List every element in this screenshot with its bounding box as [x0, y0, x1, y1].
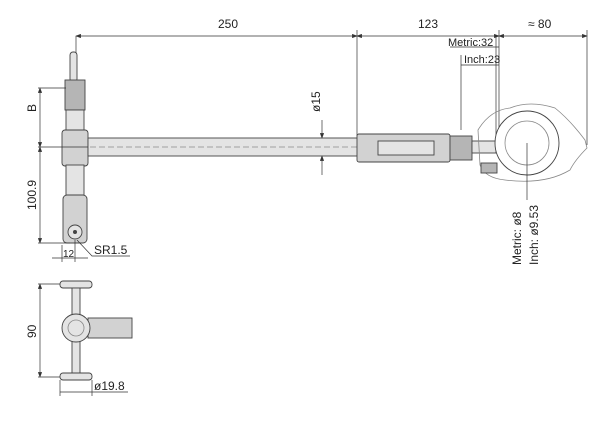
dim-inch-23: Inch:23	[464, 54, 500, 66]
top-dimensions	[75, 30, 588, 145]
dim-90: 90	[25, 324, 39, 338]
dim-metric-bore: Metric: ø8	[510, 211, 524, 265]
dim-b: B	[25, 104, 39, 112]
dim-100-9: 100.9	[25, 180, 39, 210]
dim-inch-bore: Inch: ø9.53	[527, 205, 541, 265]
rod	[87, 133, 497, 163]
dim-123: 123	[418, 17, 438, 31]
dim-rod-diameter: ø15	[309, 91, 323, 112]
dim-sr1-5: SR1.5	[94, 243, 128, 257]
dim-guide-diameter: ø19.8	[94, 379, 125, 393]
dim-250: 250	[218, 17, 238, 31]
dim-80: ≈ 80	[528, 17, 552, 31]
dim-12: 12	[63, 249, 75, 260]
gauge-head-side-view	[61, 51, 89, 244]
side-dimensions	[37, 87, 528, 262]
gauge-head-bottom-view	[37, 280, 133, 396]
dim-metric-32: Metric:32	[448, 37, 493, 49]
